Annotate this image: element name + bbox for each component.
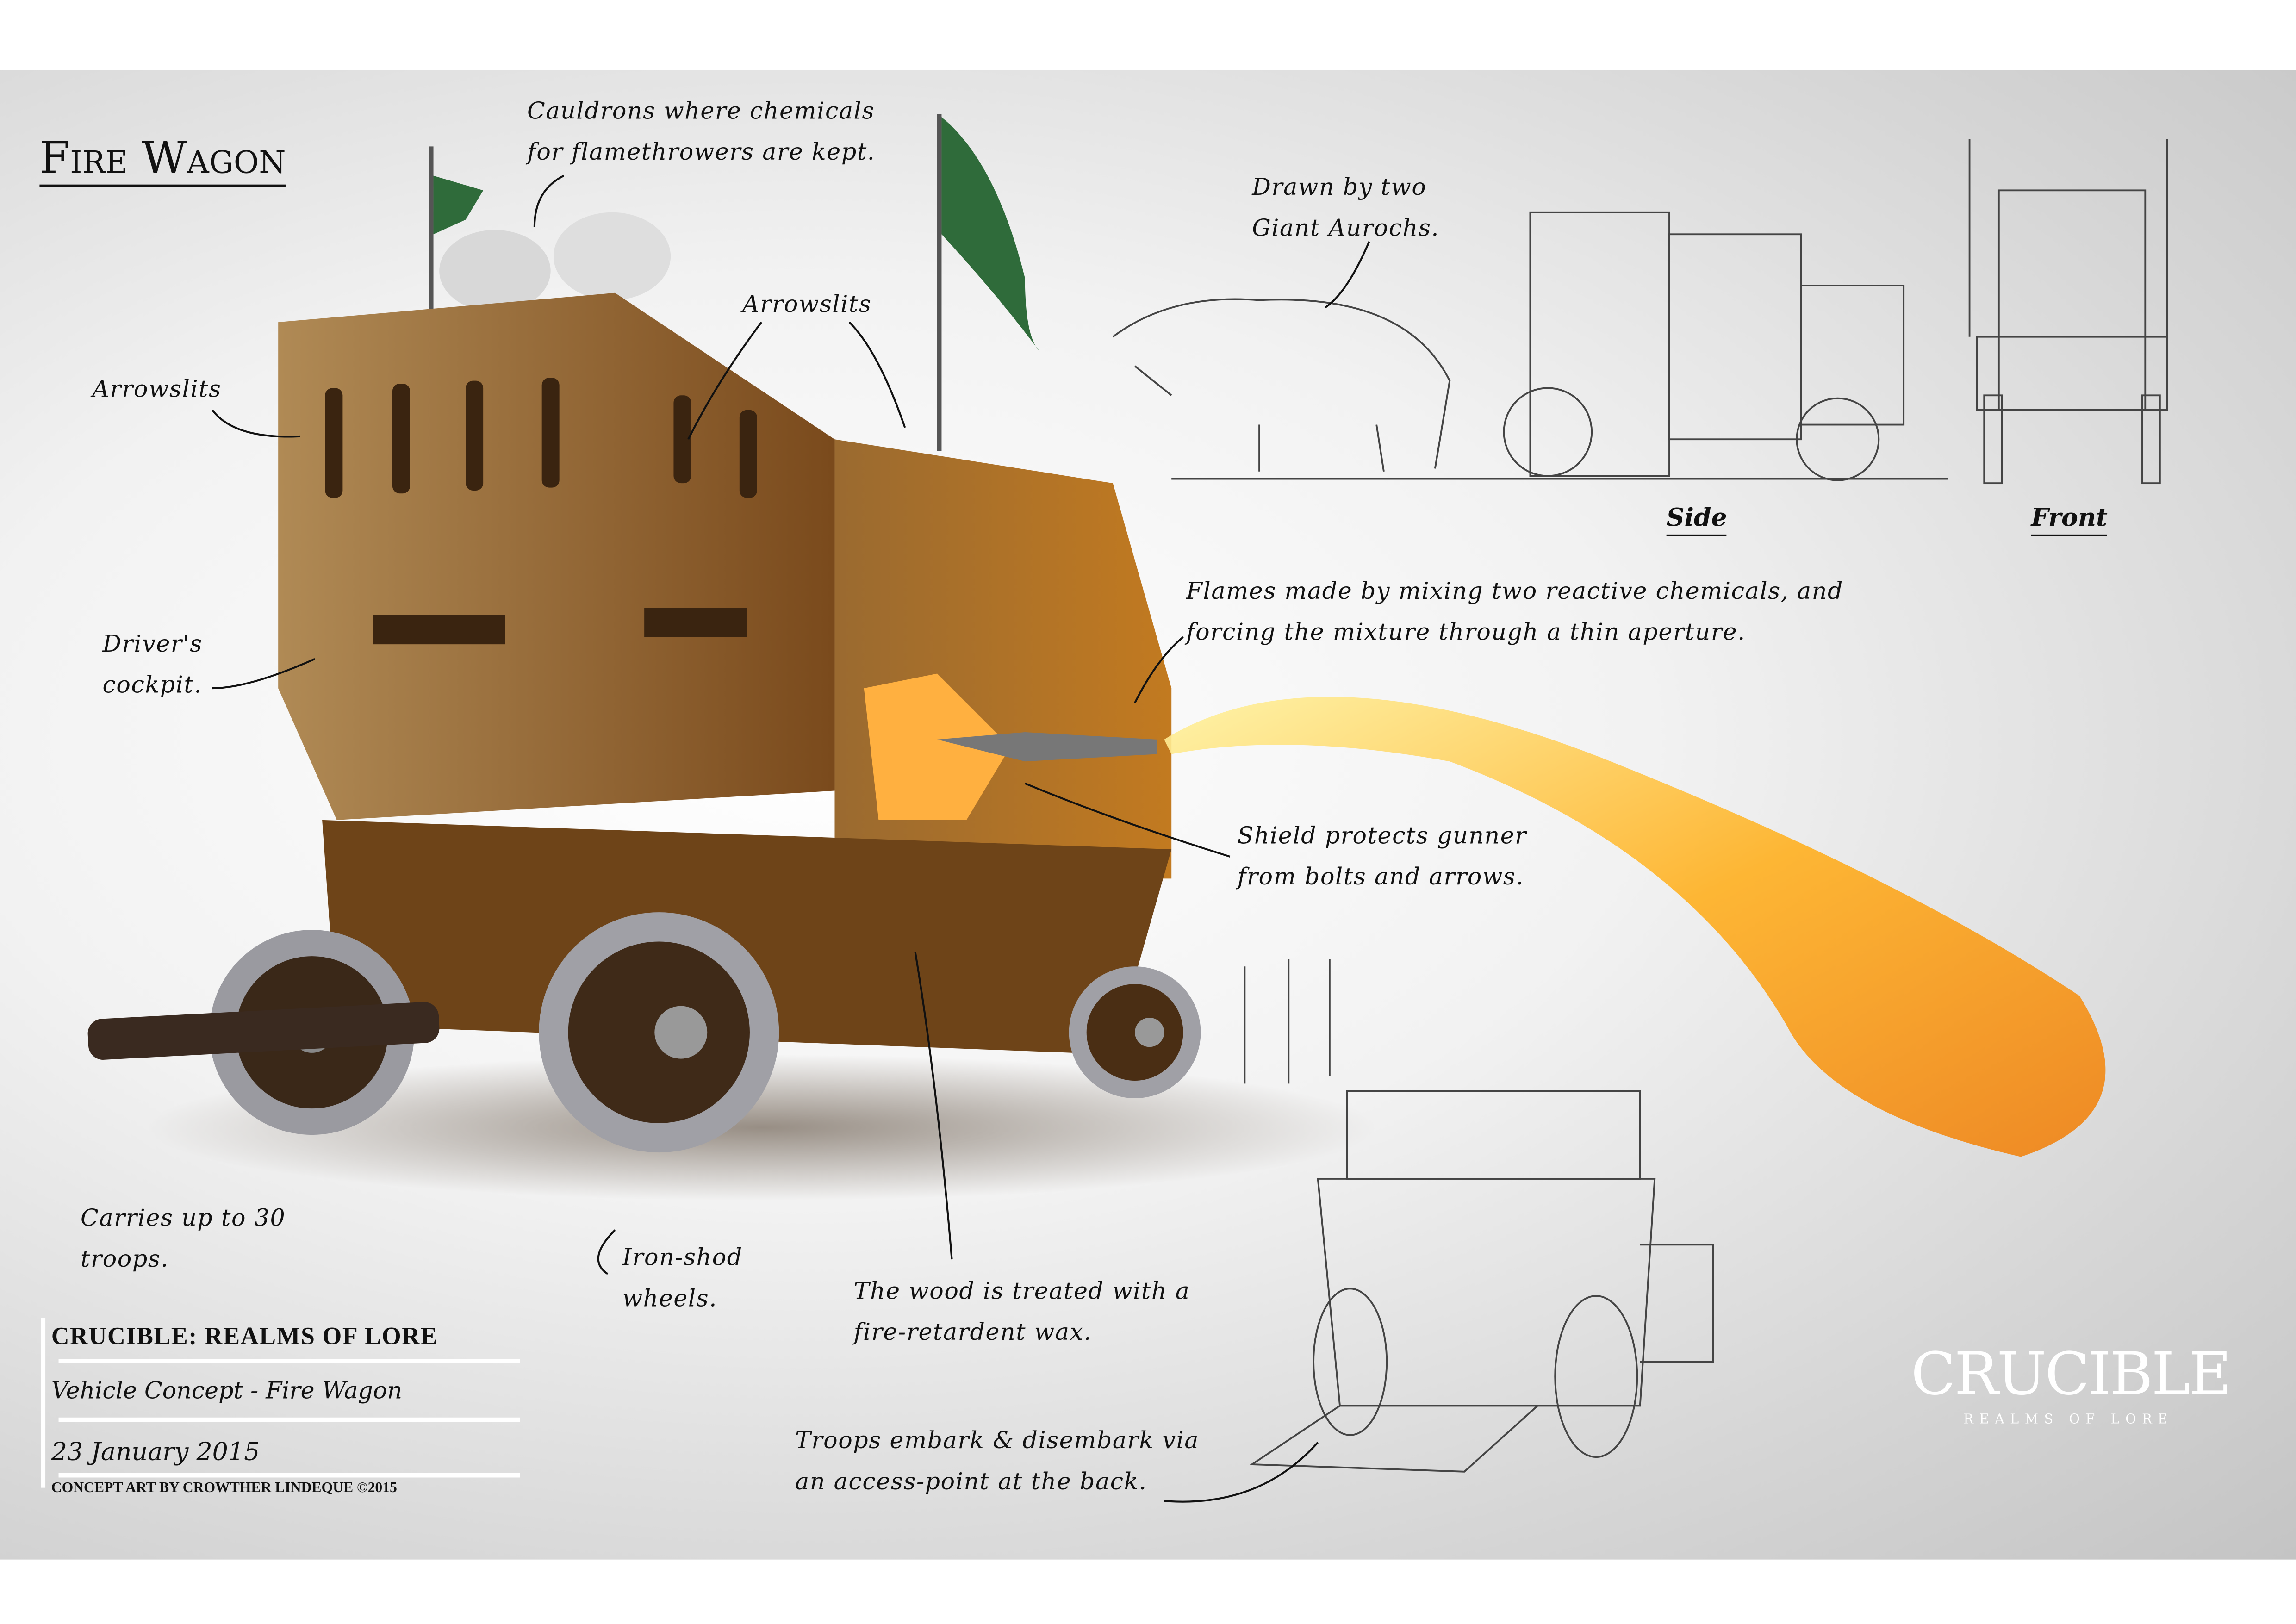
leader-lines	[212, 174, 1370, 1503]
crucible-logo: CRUCIBLE REALMS OF LORE	[1911, 1318, 2232, 1479]
label-side-view: Side	[1666, 502, 1727, 536]
flamethrower	[937, 732, 1157, 762]
concept-subtitle: Vehicle Concept - Fire Wagon	[51, 1376, 403, 1405]
credit: CONCEPT ART BY CROWTHER LINDEQUE ©2015	[51, 1480, 397, 1497]
logo-tagline: REALMS OF LORE	[1963, 1413, 2173, 1428]
note-aurochs: Drawn by two Giant Aurochs.	[1252, 173, 1440, 242]
game-title: CRUCIBLE: REALMS OF LORE	[51, 1322, 438, 1350]
tow-bar	[87, 1002, 440, 1060]
wagon-illustration	[87, 114, 2106, 1201]
note-wheels: Iron-shod wheels.	[622, 1243, 743, 1312]
front-view-sketch	[1968, 139, 2168, 485]
logo-name: CRUCIBLE	[1911, 1341, 2232, 1409]
divider	[41, 1318, 46, 1488]
label-front-view: Front	[2031, 502, 2108, 536]
side-view-sketch	[1112, 211, 1948, 481]
divider	[58, 1417, 520, 1422]
note-cauldrons: Cauldrons where chemicals for flamethrow…	[527, 96, 876, 166]
note-arrowslits-right: Arrowslits	[742, 290, 872, 318]
wheel	[1069, 966, 1201, 1098]
flame	[1164, 697, 2106, 1157]
note-access: Troops embark & disembark via an access-…	[795, 1426, 1200, 1495]
flag	[941, 117, 1040, 352]
note-troops: Carries up to 30 troops.	[81, 1203, 286, 1273]
flag	[433, 175, 484, 235]
divider	[58, 1473, 520, 1478]
note-flames: Flames made by mixing two reactive chemi…	[1186, 577, 1843, 646]
cauldron	[553, 212, 671, 300]
divider	[58, 1359, 520, 1363]
note-arrowslits-left: Arrowslits	[92, 374, 222, 403]
note-cockpit: Driver's cockpit.	[102, 629, 203, 699]
note-shield: Shield protects gunner from bolts and ar…	[1237, 821, 1527, 890]
wheel	[539, 912, 779, 1153]
note-wood: The wood is treated with a fire-retarden…	[853, 1277, 1190, 1346]
cauldron	[439, 230, 551, 312]
rear-view-sketch	[1244, 959, 1714, 1473]
date: 23 January 2015	[51, 1438, 260, 1468]
page-title: Fire Wagon	[39, 134, 286, 187]
